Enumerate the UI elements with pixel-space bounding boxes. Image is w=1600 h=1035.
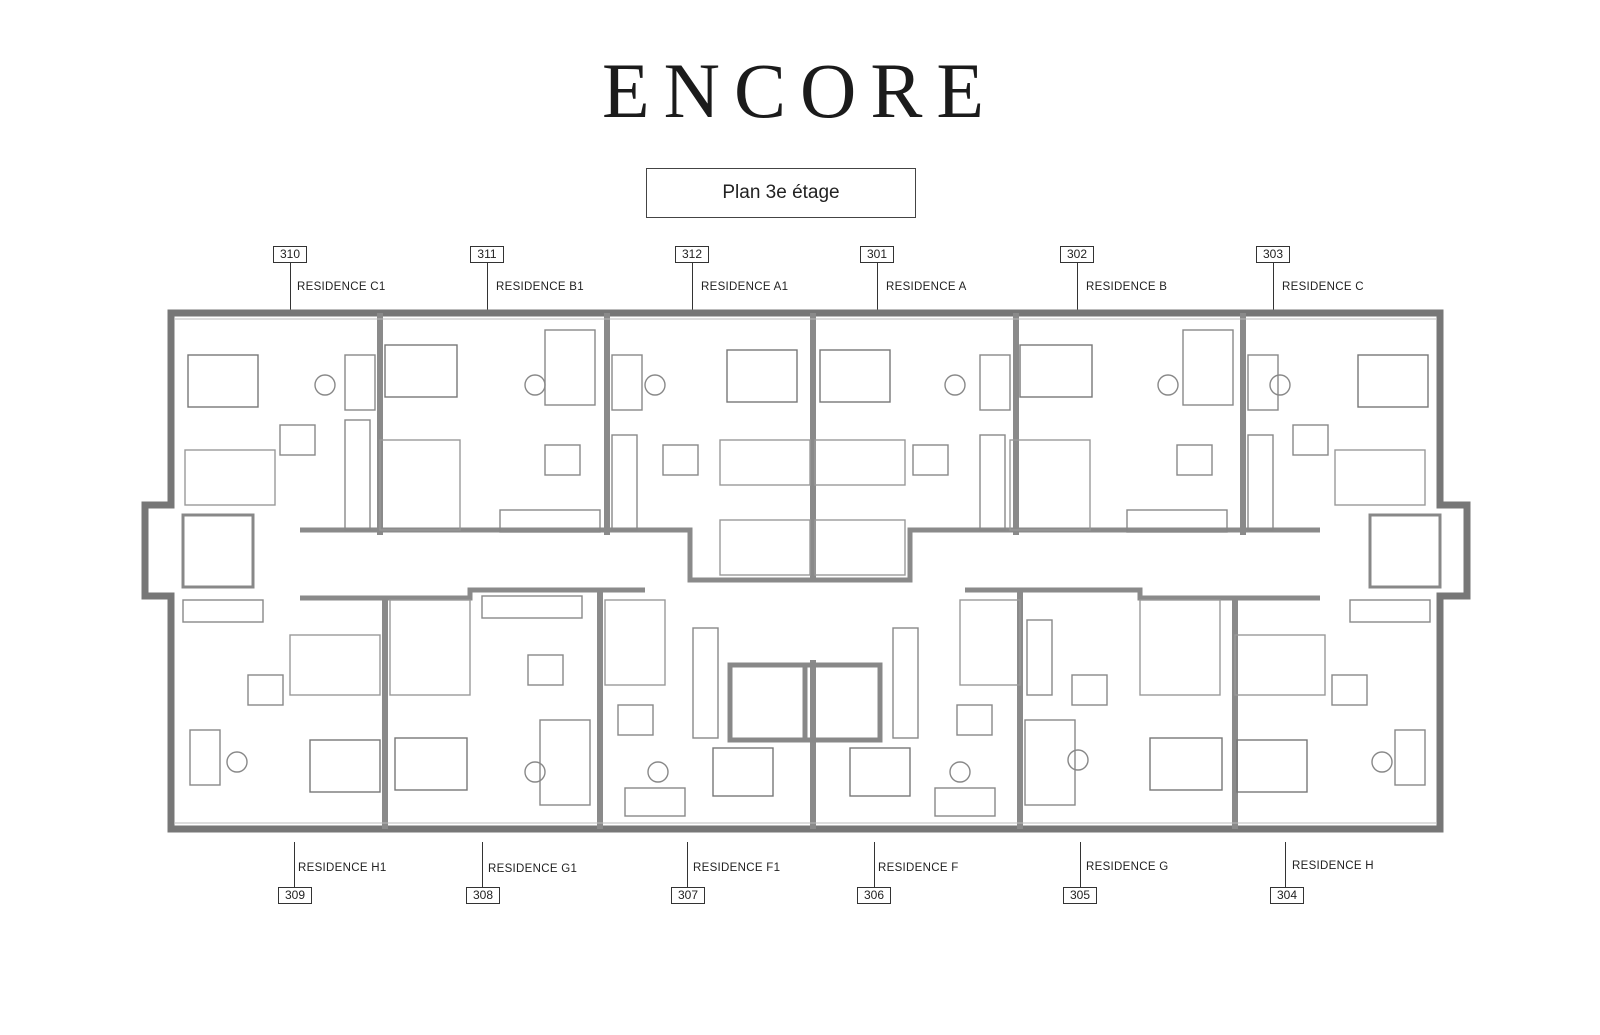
- unit-number-305[interactable]: 305: [1063, 887, 1097, 904]
- unit-number-306[interactable]: 306: [857, 887, 891, 904]
- unit-number-310[interactable]: 310: [273, 246, 307, 263]
- residence-label-h1[interactable]: RESIDENCE H1: [298, 862, 387, 874]
- brand-logo: ENCORE: [602, 47, 998, 134]
- leader-line: [482, 842, 483, 894]
- residence-label-a[interactable]: RESIDENCE A: [886, 281, 967, 293]
- unit-number-303[interactable]: 303: [1256, 246, 1290, 263]
- unit-number-302[interactable]: 302: [1060, 246, 1094, 263]
- leader-line: [487, 263, 488, 311]
- unit-number-307[interactable]: 307: [671, 887, 705, 904]
- leader-line: [692, 263, 693, 311]
- plan-title-text: Plan 3e étage: [722, 182, 840, 203]
- residence-label-a1[interactable]: RESIDENCE A1: [701, 281, 789, 293]
- leader-line: [290, 263, 291, 311]
- unit-number-304[interactable]: 304: [1270, 887, 1304, 904]
- residence-label-c[interactable]: RESIDENCE C: [1282, 281, 1364, 293]
- residence-label-f[interactable]: RESIDENCE F: [878, 862, 959, 874]
- unit-number-312[interactable]: 312: [675, 246, 709, 263]
- residence-label-g[interactable]: RESIDENCE G: [1086, 861, 1169, 873]
- leader-line: [294, 842, 295, 894]
- plan-title: Plan 3e étage: [646, 168, 916, 218]
- unit-number-311[interactable]: 311: [470, 246, 504, 263]
- residence-label-c1[interactable]: RESIDENCE C1: [297, 281, 386, 293]
- residence-label-b[interactable]: RESIDENCE B: [1086, 281, 1168, 293]
- leader-line: [877, 263, 878, 311]
- residence-label-b1[interactable]: RESIDENCE B1: [496, 281, 584, 293]
- unit-number-309[interactable]: 309: [278, 887, 312, 904]
- unit-number-308[interactable]: 308: [466, 887, 500, 904]
- leader-line: [1273, 263, 1274, 311]
- leader-line: [1077, 263, 1078, 311]
- leader-line: [1080, 842, 1081, 894]
- unit-number-301[interactable]: 301: [860, 246, 894, 263]
- leader-line: [687, 842, 688, 894]
- residence-label-h[interactable]: RESIDENCE H: [1292, 860, 1374, 872]
- residence-label-f1[interactable]: RESIDENCE F1: [693, 862, 781, 874]
- residence-label-g1[interactable]: RESIDENCE G1: [488, 863, 578, 875]
- leader-line: [874, 842, 875, 894]
- leader-line: [1285, 842, 1286, 894]
